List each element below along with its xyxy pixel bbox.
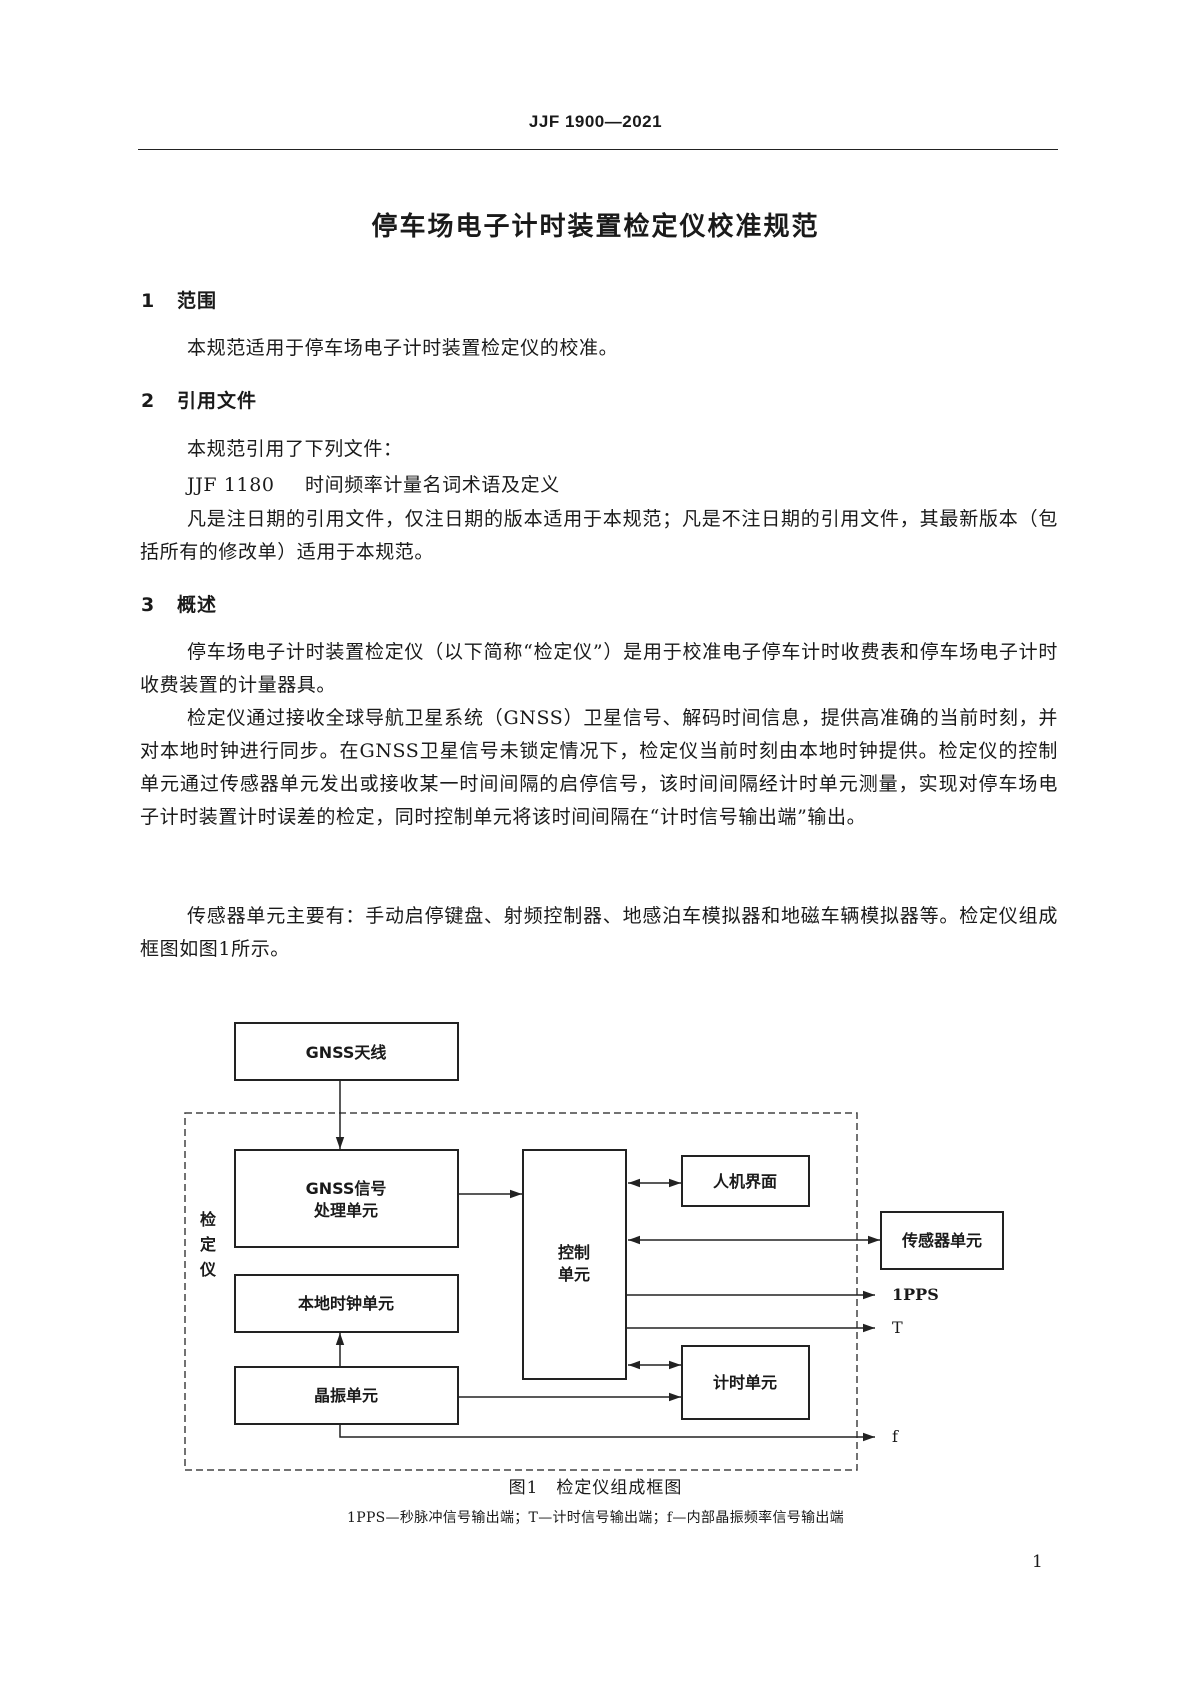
t-output-label: T: [892, 1318, 903, 1337]
section-title: 引用文件: [177, 390, 258, 412]
sensor-unit-label: 传感器单元: [901, 1231, 982, 1250]
f-output-label: f: [892, 1427, 899, 1446]
reference-title: 时间频率计量名词术语及定义: [305, 474, 560, 496]
section-number: 3: [141, 594, 156, 616]
oscillator-label: 晶振单元: [314, 1386, 378, 1405]
gnss-antenna-box: [234, 1022, 459, 1081]
gnss-antenna-label: GNSS天线: [306, 1043, 387, 1062]
device-label-2: 定: [199, 1235, 216, 1254]
gnss-processing-box: [234, 1149, 459, 1248]
running-header: JJF 1900—2021: [528, 112, 663, 131]
section-title: 范围: [177, 290, 218, 312]
control-unit-label-1: 控制: [558, 1243, 590, 1262]
header-rule: [138, 149, 1058, 150]
section-2-note: 凡是注日期的引用文件，仅注日期的版本适用于本规范；凡是不注日期的引用文件，其最新…: [140, 508, 1058, 563]
hmi-label: 人机界面: [713, 1172, 777, 1191]
timer-unit-box: [681, 1345, 810, 1420]
section-2-heading: 2 引用文件: [141, 386, 257, 413]
document-title: 停车场电子计时装置检定仪校准规范: [371, 212, 820, 242]
sensor-unit-box: [880, 1211, 1004, 1270]
control-unit-box: [522, 1149, 627, 1380]
section-number: 2: [141, 390, 156, 412]
page-number: 1: [1032, 1552, 1043, 1572]
section-3-heading: 3 概述: [141, 590, 217, 617]
section-3-paragraph-2: 检定仪通过接收全球导航卫星系统（GNSS）卫星信号、解码时间信息，提供高准确的当…: [140, 707, 1058, 828]
figure-caption: 图1 检定仪组成框图: [508, 1478, 683, 1498]
figure-legend: 1PPS—秒脉冲信号输出端；T—计时信号输出端；f—内部晶振频率信号输出端: [347, 1510, 844, 1526]
block-diagram: 检 定 仪 GNSS天线 GNSS信号 处理单元 本地时钟单元 晶振单元 控制 …: [184, 1022, 1004, 1471]
f-output-arrow: [339, 1424, 875, 1442]
section-1-paragraph: 本规范适用于停车场电子计时装置检定仪的校准。: [187, 337, 619, 359]
reference-entry: JJF 1180 时间频率计量名词术语及定义: [187, 470, 560, 497]
section-1-heading: 1 范围: [141, 286, 217, 313]
hmi-box: [681, 1155, 810, 1207]
control-unit-label-2: 单元: [558, 1265, 590, 1284]
section-2-intro: 本规范引用了下列文件：: [187, 438, 403, 460]
gnss-processing-label-2: 处理单元: [313, 1201, 378, 1220]
device-label-3: 仪: [199, 1260, 217, 1279]
pps-output-label: 1PPS: [892, 1285, 939, 1304]
oscillator-box: [234, 1366, 459, 1425]
reference-code: JJF 1180: [187, 474, 275, 496]
section-3-paragraph-3: 传感器单元主要有：手动启停键盘、射频控制器、地感泊车模拟器和地磁车辆模拟器等。检…: [140, 905, 1058, 960]
section-title: 概述: [177, 594, 218, 616]
section-3-paragraph-1: 停车场电子计时装置检定仪（以下简称“检定仪”）是用于校准电子停车计时收费表和停车…: [140, 641, 1058, 696]
device-boundary: [184, 1112, 858, 1471]
device-label-1: 检: [200, 1210, 216, 1229]
local-clock-box: [234, 1274, 459, 1333]
gnss-processing-label-1: GNSS信号: [306, 1179, 387, 1198]
local-clock-label: 本地时钟单元: [298, 1294, 394, 1313]
section-number: 1: [141, 290, 156, 312]
timer-unit-label: 计时单元: [713, 1373, 777, 1392]
